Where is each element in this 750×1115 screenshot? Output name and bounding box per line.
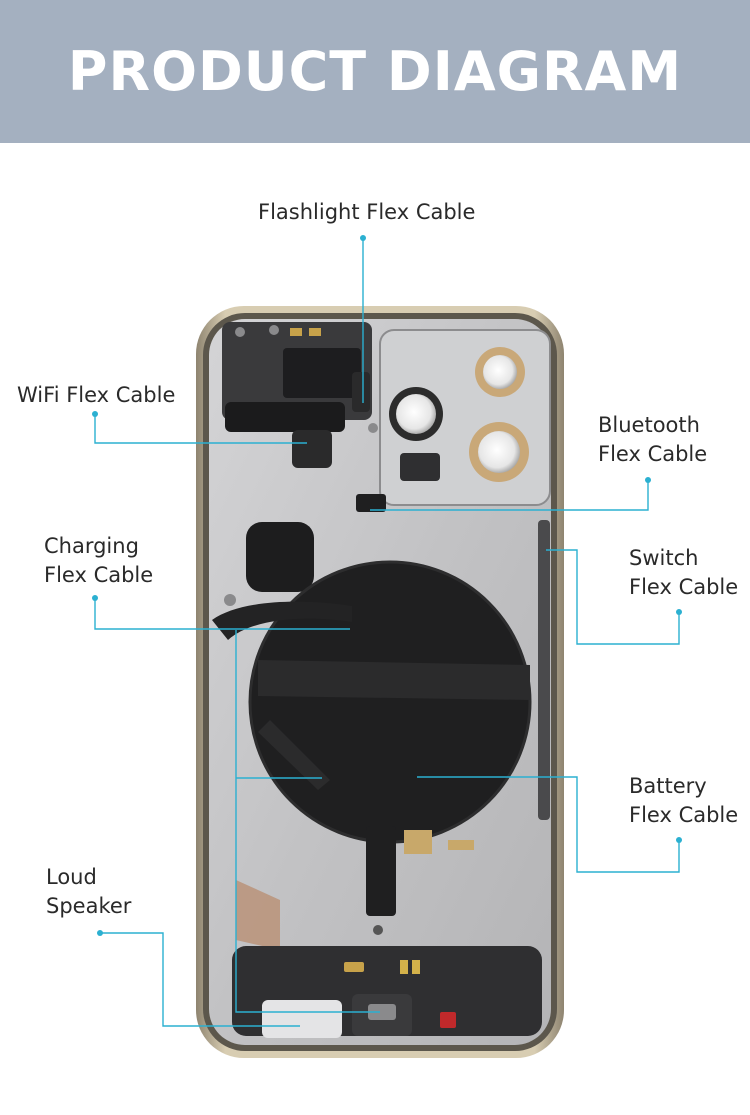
loudspeaker <box>262 1000 342 1038</box>
label-charging-flex-cable: Charging Flex Cable <box>44 534 154 587</box>
top-shield <box>283 348 361 398</box>
gold-pad <box>412 960 420 974</box>
screw <box>269 325 279 335</box>
lidar-window <box>400 453 440 481</box>
camera-module <box>356 329 551 512</box>
charging-port-leader <box>235 630 380 1013</box>
page-title: PRODUCT DIAGRAM <box>67 40 683 103</box>
charging-leader-dot <box>92 595 98 601</box>
red-tab <box>440 1012 456 1028</box>
battery-leader-dot <box>676 837 682 843</box>
label-flashlight-flex-cable: Flashlight Flex Cable <box>258 200 476 224</box>
bluetooth-leader-dot <box>645 477 651 483</box>
mid-bracket <box>366 826 396 916</box>
bluetooth-leader <box>370 480 649 511</box>
label-battery-flex-cable: Battery Flex Cable <box>629 774 739 827</box>
battery-leader <box>417 776 680 873</box>
gold-pad <box>400 960 408 974</box>
flashlight-cable <box>352 372 370 412</box>
screw <box>235 327 245 337</box>
flex-connector <box>344 962 364 972</box>
wifi-cable-body <box>225 402 345 432</box>
charging-leader <box>94 598 350 630</box>
side-flex <box>538 520 550 820</box>
screw <box>224 594 236 606</box>
flashlight-leader-dot <box>360 235 366 241</box>
label-wifi-flex-cable: WiFi Flex Cable <box>17 383 176 407</box>
bluetooth-connector <box>356 494 386 512</box>
screw-hole <box>373 925 383 935</box>
coil-tail <box>258 720 330 790</box>
wifi-leader-dot <box>92 411 98 417</box>
loudspeaker-leader <box>100 932 300 1027</box>
gold-pad <box>448 840 474 850</box>
label-loud-speaker: Loud Speaker <box>46 865 132 918</box>
port-connector <box>368 1004 396 1020</box>
coil-cable-upper <box>246 522 314 592</box>
mid-pads <box>366 826 474 935</box>
charging-flex-ribbon <box>212 601 352 640</box>
bottom-assembly <box>232 946 542 1038</box>
copper-sheet <box>236 880 280 950</box>
label-switch-flex-cable: Switch Flex Cable <box>629 546 739 599</box>
wifi-connector <box>292 430 332 468</box>
camera-lens-2-glass <box>483 355 517 389</box>
top-logic-area <box>222 322 438 468</box>
switch-leader <box>546 549 680 645</box>
loudspeaker-leader-dot <box>97 930 103 936</box>
switch-leader-dot <box>676 609 682 615</box>
wifi-leader <box>94 414 307 444</box>
camera-lens-3-glass <box>478 431 520 473</box>
gold-pad <box>404 830 432 854</box>
gold-pad <box>309 328 321 336</box>
battery-flex-ribbon <box>258 660 530 700</box>
gold-pad <box>290 328 302 336</box>
charging-assembly <box>212 520 550 844</box>
camera-lens-1-glass <box>396 394 436 434</box>
label-bluetooth-flex-cable: Bluetooth Flex Cable <box>598 413 708 466</box>
screw <box>368 423 378 433</box>
header-banner: PRODUCT DIAGRAM <box>0 0 750 143</box>
leader-lines <box>92 235 682 1027</box>
